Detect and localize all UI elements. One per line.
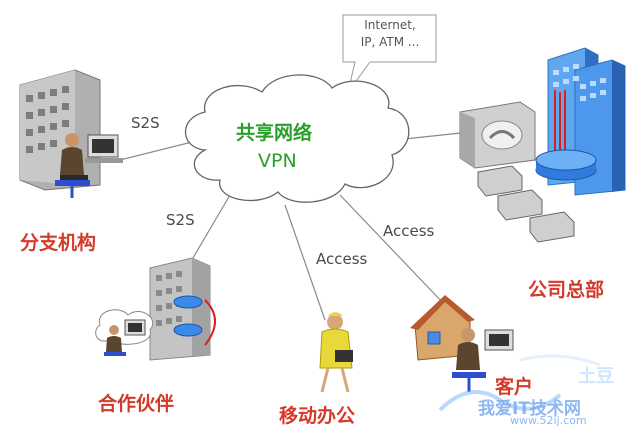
callout-line-1: Internet, [364, 18, 416, 32]
node-label-mobile: 移动办公 [279, 405, 356, 427]
cloud-subtitle: VPN [258, 150, 297, 172]
watermark-main: 我爱IT技术网 [478, 399, 581, 419]
partner-worker-icon [104, 319, 146, 356]
customer-worker-icon [452, 328, 514, 392]
watermark-site: www.52ij.com [510, 414, 587, 427]
link-label-customer: Access [383, 222, 435, 240]
node-label-hq: 公司总部 [528, 279, 605, 301]
watermark-logo-icon [438, 354, 601, 412]
partner-building-icon [95, 257, 216, 361]
callout-bubble [342, 14, 437, 93]
watermark-corner: 土豆 [578, 366, 614, 387]
node-label-branch: 分支机构 [20, 232, 97, 254]
link-mobile [284, 204, 326, 321]
link-label-branch: S2S [131, 114, 160, 132]
callout-line-2: IP, ATM ... [360, 35, 420, 49]
link-label-partner: S2S [166, 211, 195, 229]
link-branch [119, 139, 201, 161]
cloud-shape [184, 74, 410, 203]
cloud-title: 共享网络 [236, 122, 313, 144]
link-label-mobile: Access [316, 250, 368, 268]
branch-building-icon [19, 69, 101, 191]
hq-phone-icons [477, 165, 575, 243]
branch-worker-icon [55, 133, 123, 198]
customer-house-icon [410, 295, 475, 361]
callout-text: Internet, IP, ATM ... [350, 17, 430, 51]
node-label-customer: 客户 [495, 376, 534, 398]
link-customer [339, 194, 446, 306]
node-label-partner: 合作伙伴 [98, 393, 175, 415]
hq-pbx-icon [459, 101, 536, 169]
hq-building-icon [535, 47, 626, 196]
mobile-worker-icon [319, 312, 353, 393]
